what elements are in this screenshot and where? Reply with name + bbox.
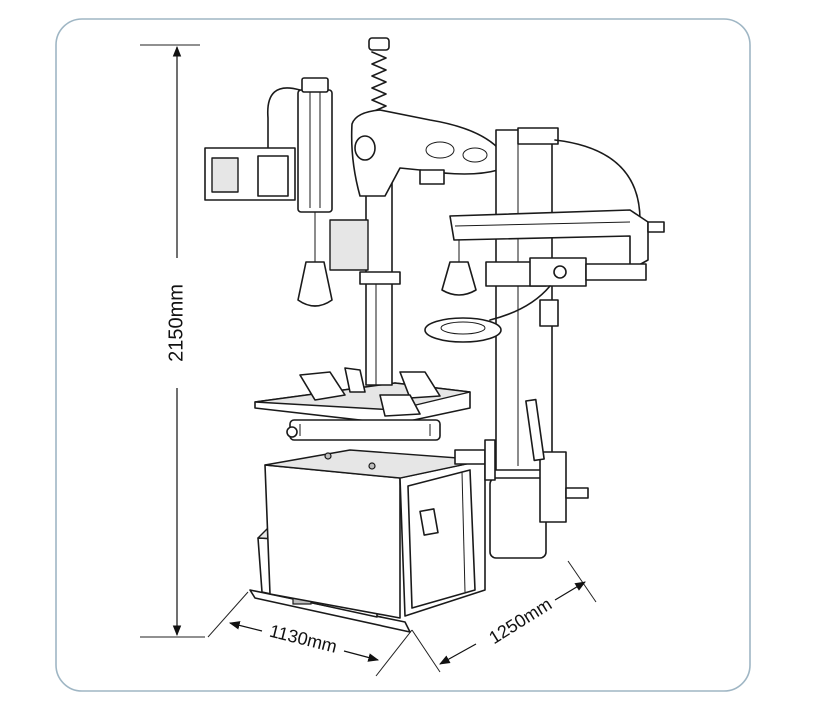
turntable — [254, 367, 471, 441]
left-helper-arm — [204, 77, 333, 307]
height-label: 2150mm — [165, 284, 187, 362]
tyre-changer-machine — [204, 37, 665, 633]
swing-head — [350, 109, 499, 197]
depth-label: 1250mm — [485, 594, 555, 648]
right-helper-arm — [424, 127, 665, 471]
central-post — [329, 179, 401, 386]
bead-breaker — [454, 398, 589, 559]
height-dimension: 2150mm — [140, 44, 205, 638]
width-label: 1130mm — [268, 621, 340, 657]
figure-frame — [55, 18, 751, 692]
main-cabinet — [264, 449, 486, 619]
